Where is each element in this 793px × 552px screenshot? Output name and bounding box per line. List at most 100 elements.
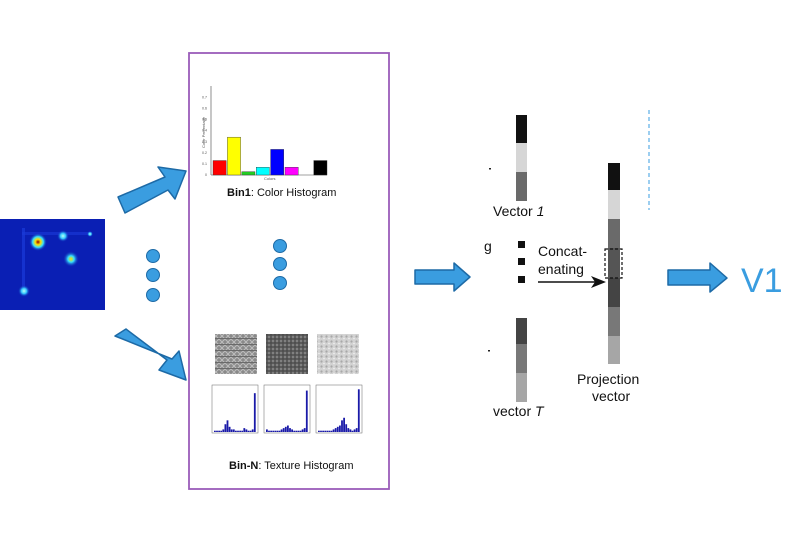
color-hist-bar — [212, 160, 227, 176]
texture-hist-bar — [297, 430, 300, 432]
texture-hist-bar — [330, 430, 333, 432]
texture-hist-bar — [247, 430, 250, 432]
texture-hist-bar — [295, 430, 298, 432]
texture-hist-bar — [214, 430, 216, 432]
texture-hist-bar — [328, 430, 331, 432]
ellipsis-dots-panel — [273, 239, 287, 290]
projection-label-line1: Projection — [577, 371, 639, 387]
output-label: V1 — [741, 262, 783, 300]
texture-hist-bar — [284, 426, 287, 432]
texture-hist-bar — [334, 428, 337, 432]
ellipsis-dots-left — [146, 249, 160, 302]
texture-hist-bar — [336, 426, 339, 432]
texture-hist-bar — [282, 428, 285, 432]
texture-hist-bar — [222, 429, 225, 432]
color-hist-bar — [241, 171, 256, 176]
texture-hist-bar — [303, 428, 306, 432]
texture-patch-3 — [317, 334, 359, 374]
texture-hist-bar — [339, 425, 341, 432]
color-histogram: 00.10.20.30.40.50.60.7 — [202, 86, 328, 177]
texture-hist-bar — [332, 429, 335, 432]
vector-ellipsis — [518, 241, 525, 283]
texture-hist-bar — [322, 430, 324, 432]
arrow-right-icon-1 — [414, 262, 471, 292]
texture-hist-bar — [272, 430, 275, 432]
projection-vector-bar — [604, 163, 623, 364]
vector-T-bar — [516, 318, 527, 402]
concat-arrowhead-icon — [591, 276, 606, 288]
vector-1-label: Vector 1 — [493, 203, 544, 219]
color-hist-ylabel: Color Percentage — [201, 116, 206, 148]
saliency-heatmap — [0, 219, 105, 310]
texture-hist-bar — [349, 429, 352, 432]
color-hist-bar — [227, 136, 241, 176]
binN-caption: Bin-N: Texture Histogram — [229, 460, 354, 472]
texture-hist-bar — [230, 429, 233, 432]
texture-hist-bar — [305, 390, 308, 432]
texture-hist-bar — [351, 430, 354, 432]
texture-hist-frame — [263, 384, 311, 434]
texture-hist-bar — [224, 424, 227, 432]
texture-hist-bar — [326, 430, 329, 432]
texture-hist-bar — [353, 429, 356, 432]
color-hist-tick: 0.2 — [202, 151, 207, 155]
color-hist-bar — [284, 167, 299, 176]
texture-hist-bar — [287, 425, 289, 432]
color-hist-tick: 0.5 — [202, 118, 207, 122]
texture-histograms — [211, 384, 363, 434]
texture-hist-bar — [237, 430, 239, 432]
texture-hist-bar — [289, 428, 291, 432]
vector-T-label: vector T — [493, 403, 545, 419]
texture-hist-bar — [270, 430, 272, 432]
texture-hist-bar — [226, 420, 229, 432]
concat-label-line1: Concat- — [538, 243, 587, 259]
texture-hist-bar — [249, 430, 252, 432]
texture-hist-bar — [343, 417, 345, 432]
texture-hist-bar — [268, 430, 270, 432]
texture-hist-bar — [218, 430, 220, 432]
tick-mark — [489, 168, 491, 170]
texture-hist-bar — [357, 389, 360, 432]
color-hist-tick: 0.6 — [202, 106, 207, 110]
texture-hist-bar — [239, 430, 241, 432]
color-hist-tick: 0 — [205, 173, 207, 177]
texture-hist-bar — [318, 430, 320, 432]
color-hist-bar — [270, 149, 285, 176]
texture-hist-bar — [216, 430, 218, 432]
texture-hist-bar — [320, 430, 322, 432]
texture-hist-bar — [220, 430, 223, 432]
color-hist-tick: 0.3 — [202, 140, 207, 144]
texture-hist-bar — [235, 430, 237, 432]
texture-hist-bar — [299, 430, 302, 432]
texture-hist-bar — [276, 430, 279, 432]
texture-hist-bar — [347, 428, 350, 432]
texture-hist-bar — [345, 424, 348, 432]
arrow-down-right-icon — [114, 328, 187, 381]
texture-hist-bar — [291, 429, 293, 432]
texture-hist-frame — [211, 384, 259, 434]
color-hist-tick: 0.7 — [202, 95, 207, 99]
texture-hist-frame — [315, 384, 363, 434]
partial-glyph: g — [484, 238, 492, 254]
texture-hist-bar — [278, 430, 281, 432]
arrow-up-right-icon — [117, 166, 187, 214]
texture-hist-bar — [301, 429, 304, 432]
bins-panel — [188, 52, 390, 490]
vector-1-bar — [516, 115, 527, 201]
bin1-caption: Bin1: Color Histogram — [227, 187, 336, 199]
projection-label-line2: vector — [592, 388, 630, 404]
texture-hist-bar — [243, 428, 246, 432]
arrow-right-icon-2 — [667, 262, 728, 293]
texture-hist-bar — [232, 429, 235, 432]
texture-hist-bar — [241, 430, 244, 432]
texture-hist-bar — [293, 430, 296, 432]
texture-hist-bar — [266, 429, 268, 432]
texture-hist-bar — [228, 426, 231, 432]
tick-mark — [488, 350, 490, 352]
color-hist-xlabel: Colors — [264, 176, 276, 181]
color-hist-bar — [256, 167, 270, 176]
texture-hist-bar — [280, 429, 283, 432]
color-hist-tick: 0.4 — [202, 129, 207, 133]
color-hist-bar — [313, 160, 328, 176]
